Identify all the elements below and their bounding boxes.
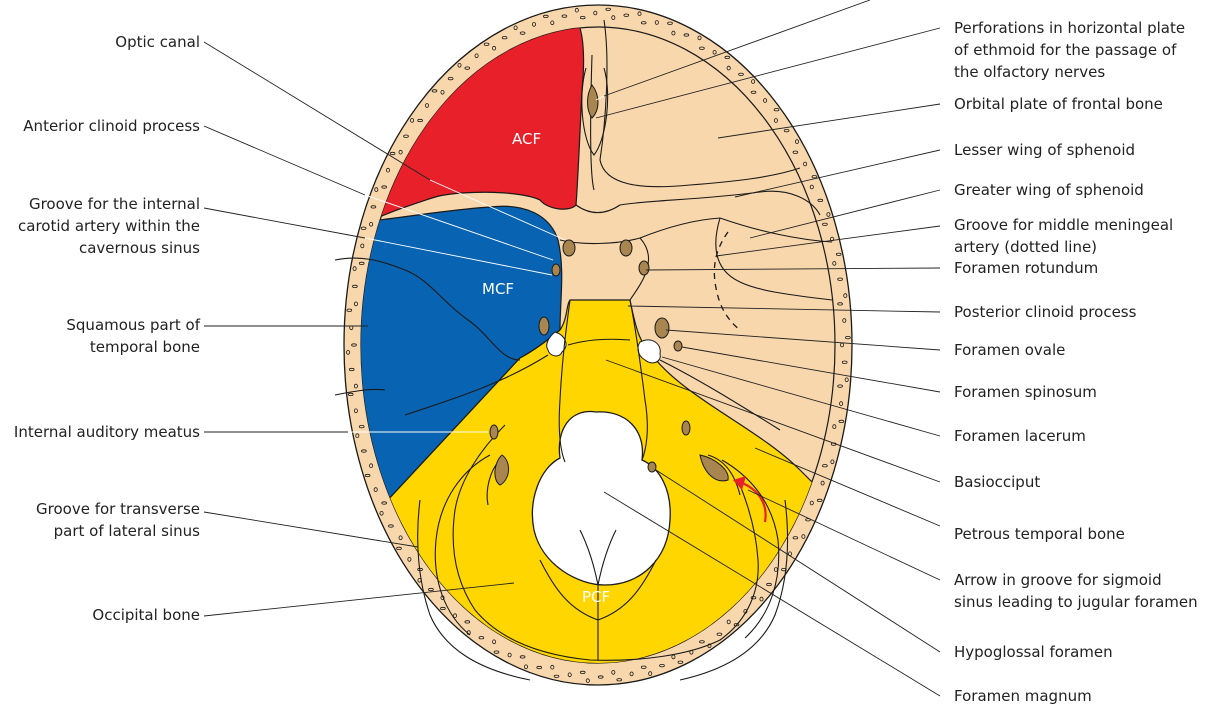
foramen-ovale-right — [655, 318, 669, 338]
label-squamous-2: temporal bone — [90, 338, 200, 356]
label-groove-transverse-1: Groove for transverse — [36, 500, 200, 518]
left-label-group: Optic canal Anterior clinoid process Gro… — [14, 33, 201, 624]
label-lacerum: Foramen lacerum — [954, 427, 1086, 445]
label-groove-transverse-2: part of lateral sinus — [54, 522, 201, 540]
label-middle-meningeal-2: artery (dotted line) — [954, 238, 1097, 256]
mcf-label: MCF — [482, 280, 514, 298]
internal-auditory-right — [682, 421, 690, 435]
label-greater-wing: Greater wing of sphenoid — [954, 181, 1144, 199]
label-middle-meningeal-1: Groove for middle meningeal — [954, 216, 1173, 234]
label-groove-carotid-3: cavernous sinus — [79, 239, 200, 257]
label-anterior-clinoid: Anterior clinoid process — [23, 117, 200, 135]
optic-canal-left — [563, 240, 575, 256]
label-perforations-3: the olfactory nerves — [954, 63, 1105, 81]
label-spinosum: Foramen spinosum — [954, 383, 1097, 401]
label-groove-carotid-1: Groove for the internal — [29, 195, 200, 213]
label-arrow-sigmoid-2: sinus leading to jugular foramen — [954, 593, 1198, 611]
label-arrow-sigmoid-1: Arrow in groove for sigmoid — [954, 571, 1162, 589]
label-magnum: Foramen magnum — [954, 687, 1092, 705]
label-internal-auditory: Internal auditory meatus — [14, 423, 200, 441]
foramen-ovale-left — [539, 317, 549, 335]
hypoglossal-foramen — [648, 462, 656, 472]
label-basiocciput: Basiocciput — [954, 473, 1040, 491]
label-petrous: Petrous temporal bone — [954, 525, 1125, 543]
label-optic-canal: Optic canal — [115, 33, 200, 51]
right-label-group: Perforations in horizontal plate of ethm… — [954, 19, 1198, 705]
label-hypoglossal: Hypoglossal foramen — [954, 643, 1113, 661]
label-groove-carotid-2: carotid artery within the — [18, 217, 200, 235]
label-rotundum: Foramen rotundum — [954, 259, 1098, 277]
label-perforations-1: Perforations in horizontal plate — [954, 19, 1185, 37]
pcf-label: PCF — [582, 588, 610, 606]
foramen-rotundum-right — [639, 261, 649, 275]
label-orbital-plate: Orbital plate of frontal bone — [954, 95, 1163, 113]
label-occipital: Occipital bone — [92, 606, 200, 624]
acf-label: ACF — [512, 130, 541, 148]
foramen-spinosum-right — [674, 341, 682, 351]
optic-canal-right — [620, 240, 632, 256]
label-perforations-2: of ethmoid for the passage of — [954, 41, 1177, 59]
label-lesser-wing: Lesser wing of sphenoid — [954, 141, 1135, 159]
label-ovale: Foramen ovale — [954, 341, 1065, 359]
foramen-rotundum-left — [552, 264, 560, 276]
label-squamous-1: Squamous part of — [66, 316, 200, 334]
internal-auditory-left — [490, 425, 498, 439]
label-posterior-clinoid: Posterior clinoid process — [954, 303, 1137, 321]
